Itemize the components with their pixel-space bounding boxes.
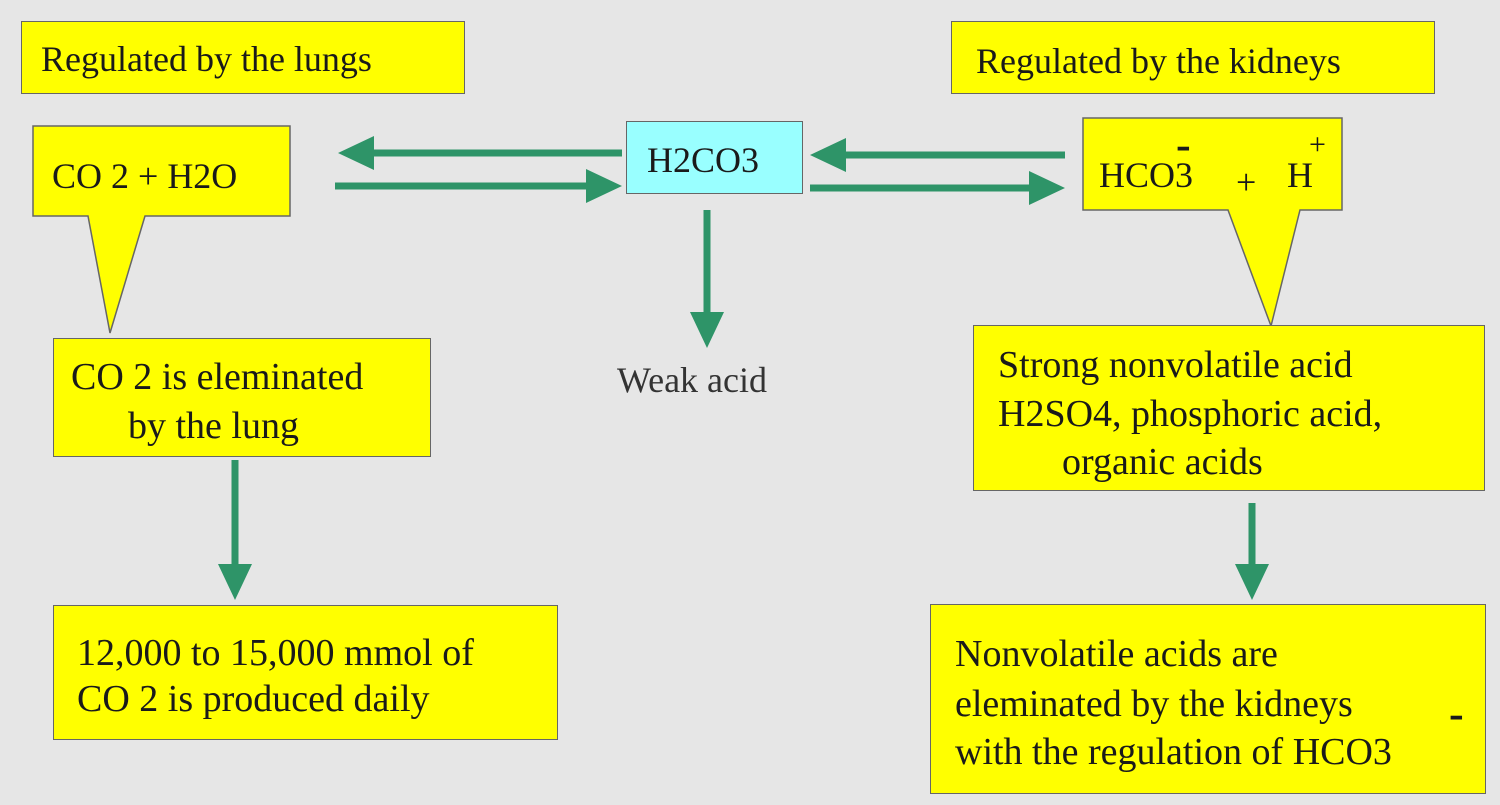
kidney-equation-callout-shape xyxy=(1082,117,1343,329)
co2-production-box: 12,000 to 15,000 mmol of CO 2 is produce… xyxy=(53,605,558,740)
co2-production-line-1: 12,000 to 15,000 mmol of xyxy=(77,632,474,674)
strong-acids-line-1: Strong nonvolatile acid xyxy=(998,344,1353,386)
kidneys-header-box: Regulated by the kidneys xyxy=(951,21,1435,94)
proton-label: H xyxy=(1287,155,1313,195)
bicarbonate-charge: - xyxy=(1176,120,1191,169)
arrow-lung-elim-to-production xyxy=(218,460,252,600)
kidney-elimination-line-2: eleminated by the kidneys xyxy=(955,683,1353,725)
arrow-lungs-to-h2co3 xyxy=(335,169,622,203)
carbonic-acid-box: H2CO3 xyxy=(626,121,803,194)
bicarbonate-label: HCO3 xyxy=(1099,155,1194,195)
plus-sign: + xyxy=(1236,162,1257,202)
lung-equation-label: CO 2 + H2O xyxy=(52,156,238,196)
lung-equation-callout-shape xyxy=(32,125,291,334)
arrow-h2co3-to-lungs xyxy=(338,136,622,170)
proton-charge: + xyxy=(1309,128,1326,161)
kidney-elimination-line-1: Nonvolatile acids are xyxy=(955,633,1278,675)
lung-elimination-line-2: by the lung xyxy=(128,405,299,447)
arrow-kidneys-to-h2co3 xyxy=(810,138,1065,172)
strong-acids-box: Strong nonvolatile acid H2SO4, phosphori… xyxy=(973,325,1485,491)
lungs-header-label: Regulated by the lungs xyxy=(41,39,372,79)
kidney-elimination-line-3: with the regulation of HCO3 xyxy=(955,731,1392,773)
strong-acids-line-3: organic acids xyxy=(1062,441,1263,483)
kidneys-header-label: Regulated by the kidneys xyxy=(976,41,1341,81)
arrow-h2co3-to-kidneys xyxy=(810,171,1065,205)
weak-acid-label: Weak acid xyxy=(617,360,768,400)
co2-production-line-2: CO 2 is produced daily xyxy=(77,678,430,720)
arrow-group xyxy=(218,136,1269,600)
arrow-strong-acid-to-elimination xyxy=(1235,503,1269,600)
carbonic-acid-label: H2CO3 xyxy=(647,140,760,180)
kidney-equation: HCO3 - + H + xyxy=(1083,118,1342,210)
kidney-elimination-charge: - xyxy=(1449,689,1464,738)
lung-elimination-line-1: CO 2 is eleminated xyxy=(71,356,364,398)
lung-elimination-box: CO 2 is eleminated by the lung xyxy=(53,338,431,457)
arrow-h2co3-to-weak-acid xyxy=(690,210,724,348)
lungs-header-box: Regulated by the lungs xyxy=(21,21,465,94)
strong-acids-line-2: H2SO4, phosphoric acid, xyxy=(998,393,1383,435)
kidney-elimination-box: Nonvolatile acids are eleminated by the … xyxy=(930,604,1486,794)
